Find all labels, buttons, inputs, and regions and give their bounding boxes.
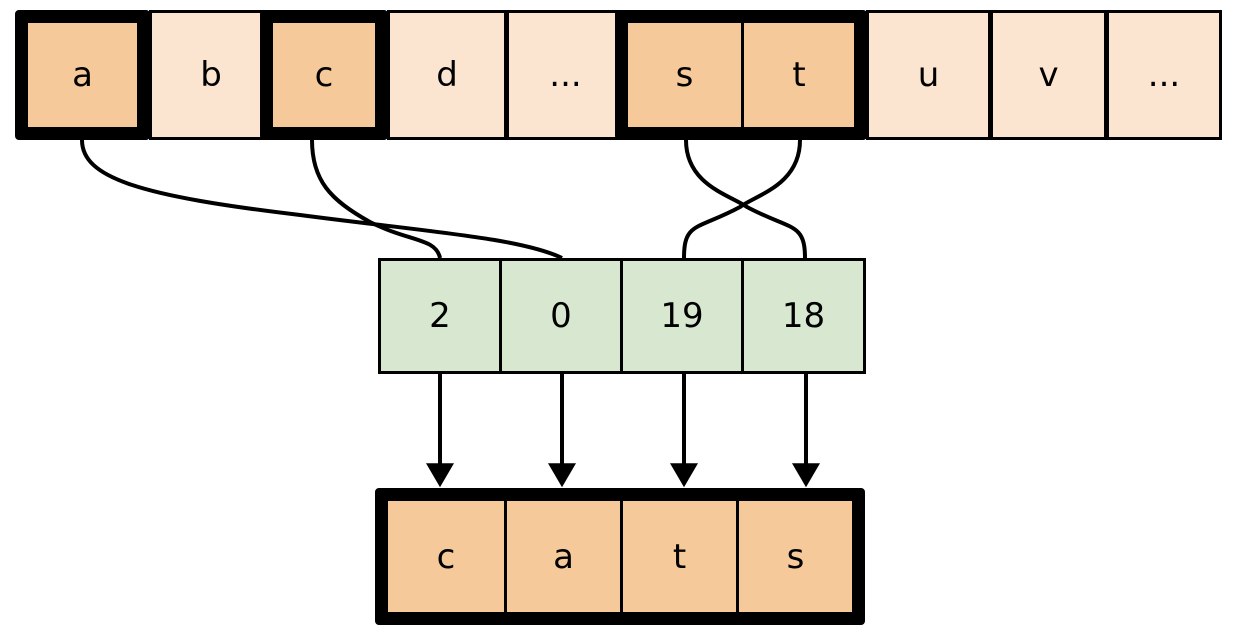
connector-s-to-index-18: [684, 139, 807, 259]
index-cell-value: 19: [660, 296, 704, 336]
alphabet-cell-label: ...: [1147, 55, 1181, 95]
index-cell-value: 0: [550, 296, 572, 336]
alphabet-cell-s[interactable]: s: [628, 23, 741, 127]
alphabet-cell-label: s: [675, 55, 694, 95]
index-row: 2 0 19 18: [378, 258, 866, 374]
output-cell-letter: a: [553, 536, 574, 577]
connector-t-to-index-19: [682, 139, 802, 259]
connector-a-to-index-0: [80, 139, 563, 260]
index-cell-3[interactable]: 18: [741, 258, 866, 374]
output-cell-letter: s: [786, 536, 805, 577]
output-cell-c[interactable]: c: [388, 501, 504, 612]
output-cell-letter: c: [436, 536, 456, 577]
connector-c-to-index-2: [310, 139, 442, 259]
output-cell-s[interactable]: s: [736, 501, 852, 612]
output-cell-a[interactable]: a: [504, 501, 620, 612]
alphabet-cell-label: b: [200, 55, 222, 95]
alphabet-cell-u[interactable]: u: [866, 10, 991, 140]
output-cell-letter: t: [672, 536, 687, 577]
alphabet-cell-label: d: [436, 55, 458, 95]
alphabet-cell-label: a: [72, 55, 93, 95]
index-cell-value: 18: [781, 296, 826, 336]
output-row: c a t s: [375, 488, 865, 625]
alphabet-cell-label: ...: [549, 55, 582, 95]
alphabet-cell-ellipsis-1[interactable]: ...: [506, 10, 625, 140]
index-cell-0[interactable]: 2: [378, 258, 502, 374]
alphabet-row: a b c d ... s t u v .: [15, 10, 1222, 140]
alphabet-cell-label: t: [792, 55, 806, 95]
alphabet-cell-label: u: [917, 55, 940, 95]
index-cell-value: 2: [429, 296, 451, 336]
index-cell-2[interactable]: 19: [620, 258, 744, 374]
alphabet-cell-ellipsis-2[interactable]: ...: [1106, 10, 1222, 140]
alphabet-cell-t[interactable]: t: [741, 23, 854, 127]
index-cell-1[interactable]: 0: [499, 258, 623, 374]
alphabet-cell-d[interactable]: d: [387, 10, 507, 140]
alphabet-cell-label: v: [1038, 55, 1059, 95]
alphabet-cell-label: c: [314, 55, 334, 95]
alphabet-cell-pair-st[interactable]: s t: [615, 10, 867, 140]
alphabet-cell-b[interactable]: b: [149, 10, 273, 140]
output-cell-t[interactable]: t: [620, 501, 736, 612]
alphabet-cell-c[interactable]: c: [260, 10, 388, 140]
alphabet-cell-a[interactable]: a: [15, 10, 150, 140]
alphabet-cell-v[interactable]: v: [990, 10, 1107, 140]
